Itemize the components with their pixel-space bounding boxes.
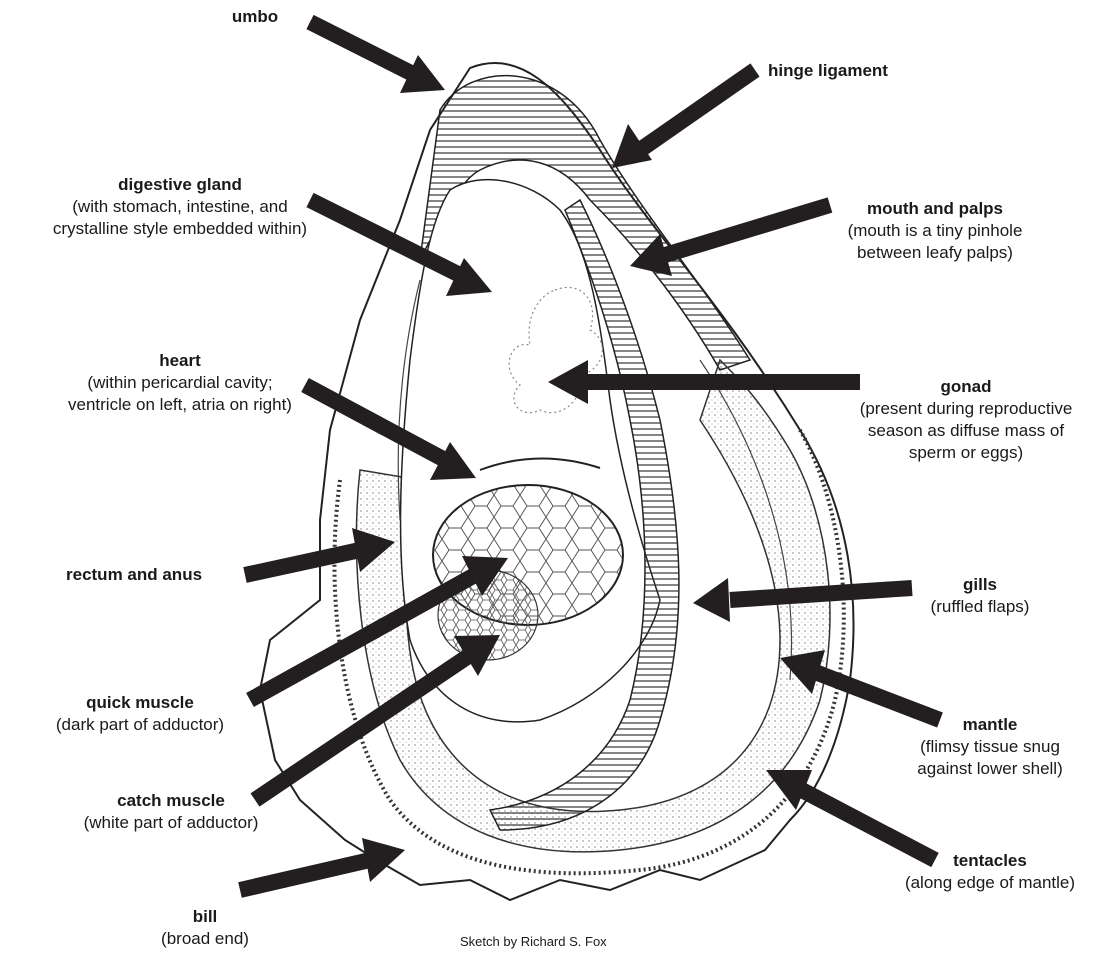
label-gonad: gonad (present during reproductive seaso… (835, 376, 1097, 464)
label-gills: gills (ruffled flaps) (905, 574, 1055, 618)
label-tentacles-title: tentacles (885, 850, 1095, 872)
arrow-hinge (612, 70, 755, 168)
label-mouth-palps-sub-1: (mouth is a tiny pinhole (810, 220, 1060, 242)
label-rectum-anus: rectum and anus (66, 564, 246, 586)
label-gonad-title: gonad (835, 376, 1097, 398)
label-gills-title: gills (905, 574, 1055, 596)
arrow-mouth (630, 205, 830, 276)
label-quick-muscle-sub: (dark part of adductor) (40, 714, 240, 736)
label-gonad-sub-1: (present during reproductive (835, 398, 1097, 420)
label-mouth-palps: mouth and palps (mouth is a tiny pinhole… (810, 198, 1060, 264)
sketch-credit: Sketch by Richard S. Fox (460, 934, 607, 949)
label-hinge-ligament-title: hinge ligament (768, 60, 988, 82)
label-digestive-gland-title: digestive gland (10, 174, 350, 196)
label-hinge-ligament: hinge ligament (768, 60, 988, 82)
label-heart-sub-2: ventricle on left, atria on right) (30, 394, 330, 416)
label-mouth-palps-title: mouth and palps (810, 198, 1060, 220)
label-heart-sub-1: (within pericardial cavity; (30, 372, 330, 394)
label-bill-title: bill (140, 906, 270, 928)
label-quick-muscle-title: quick muscle (40, 692, 240, 714)
label-digestive-gland: digestive gland (with stomach, intestine… (10, 174, 350, 240)
label-bill: bill (broad end) (140, 906, 270, 950)
label-gills-sub: (ruffled flaps) (905, 596, 1055, 618)
label-digestive-gland-sub-1: (with stomach, intestine, and (10, 196, 350, 218)
label-mouth-palps-sub-2: between leafy palps) (810, 242, 1060, 264)
label-heart-title: heart (30, 350, 330, 372)
label-gonad-sub-2: season as diffuse mass of (835, 420, 1097, 442)
label-quick-muscle: quick muscle (dark part of adductor) (40, 692, 240, 736)
label-catch-muscle-title: catch muscle (56, 790, 286, 812)
arrow-umbo (310, 22, 445, 93)
label-catch-muscle-sub: (white part of adductor) (56, 812, 286, 834)
label-rectum-anus-title: rectum and anus (66, 564, 246, 586)
label-mantle-sub-1: (flimsy tissue snug (890, 736, 1090, 758)
label-digestive-gland-sub-2: crystalline style embedded within) (10, 218, 350, 240)
label-bill-sub: (broad end) (140, 928, 270, 950)
label-heart: heart (within pericardial cavity; ventri… (30, 350, 330, 416)
label-mantle-sub-2: against lower shell) (890, 758, 1090, 780)
arrow-bill (240, 838, 405, 890)
label-tentacles: tentacles (along edge of mantle) (885, 850, 1095, 894)
label-gonad-sub-3: sperm or eggs) (835, 442, 1097, 464)
label-mantle: mantle (flimsy tissue snug against lower… (890, 714, 1090, 780)
label-catch-muscle: catch muscle (white part of adductor) (56, 790, 286, 834)
label-umbo-title: umbo (200, 6, 310, 28)
label-umbo: umbo (200, 6, 310, 28)
label-mantle-title: mantle (890, 714, 1090, 736)
label-tentacles-sub: (along edge of mantle) (885, 872, 1095, 894)
